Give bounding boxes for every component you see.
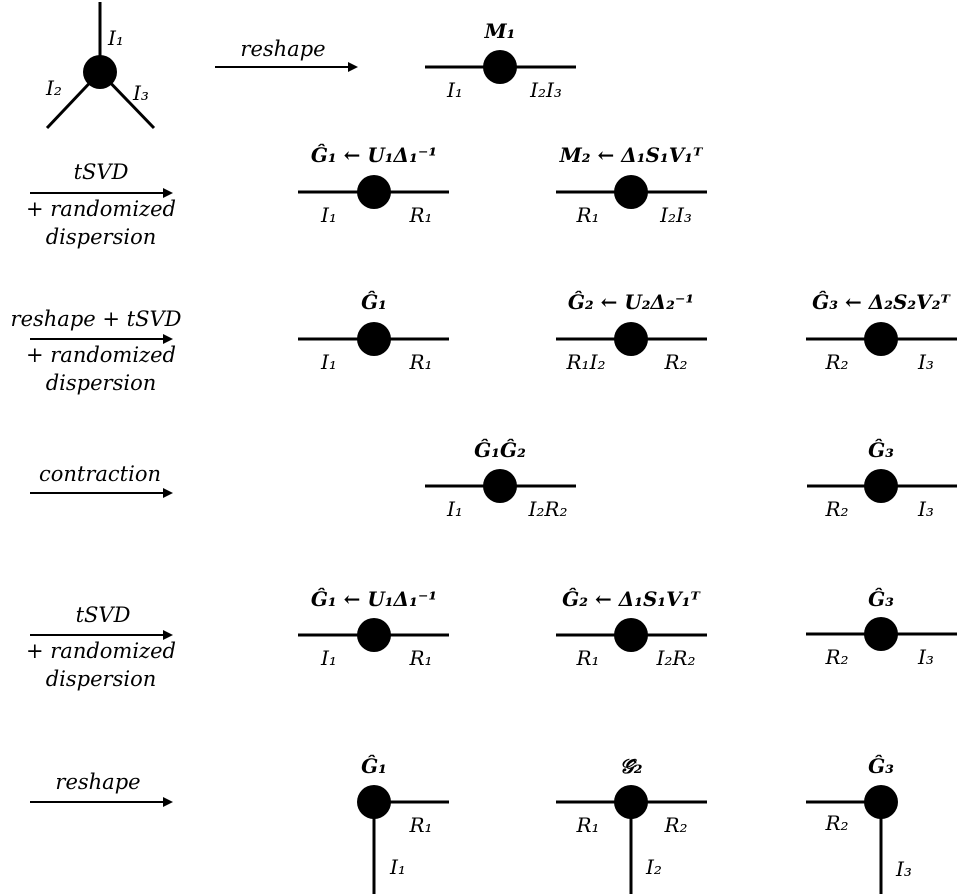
g3-left-label: R₂ <box>824 811 848 835</box>
core-g2-group: Ĝ₂ ← U₂Δ₂⁻¹ R₁I₂ R₂ <box>556 289 707 374</box>
g2-down-label: I₂ <box>645 855 662 879</box>
g2-title: Ĝ₂ ← U₂Δ₂⁻¹ <box>568 289 694 314</box>
g1-right-label: R₁ <box>408 350 432 374</box>
g1-title: Ĝ₁ ← U₁Δ₁⁻¹ <box>311 586 437 611</box>
core-g1-final-group: Ĝ₁ R₁ I₁ <box>357 753 449 894</box>
op-label-dispersion: dispersion <box>46 371 157 395</box>
core-g3-group: Ĝ₃ ← Δ₂S₂V₂ᵀ R₂ I₃ <box>806 289 957 374</box>
g1-title: Ĝ₁ <box>361 289 387 314</box>
g1-node <box>357 618 391 652</box>
g2-left-label: R₁ <box>575 646 599 670</box>
op-label-tsvd: tSVD <box>76 603 131 627</box>
g1-right-label: R₁ <box>408 203 432 227</box>
g2-right-label: R₂ <box>663 813 687 837</box>
arrow-reshape-tsvd: reshape + tSVD + randomized dispersion <box>11 307 182 395</box>
op-label-randomized: + randomized <box>26 639 176 663</box>
g2-left-label: R₁ <box>575 813 599 837</box>
core-g1-group: Ĝ₁ I₁ R₁ <box>298 289 449 374</box>
core-g3-group: Ĝ₃ R₂ I₃ <box>807 437 957 521</box>
g1-left-label: I₁ <box>320 203 337 227</box>
core-g1-group: Ĝ₁ ← U₁Δ₁⁻¹ I₁ R₁ <box>298 586 449 670</box>
g3-node <box>864 785 898 819</box>
g2-right-label: I₂R₂ <box>656 646 696 670</box>
g1g2-right-label: I₂R₂ <box>528 497 568 521</box>
g3-right-label: I₃ <box>917 645 934 669</box>
matrix-m1-group: M₁ I₁ I₂I₃ <box>425 19 576 102</box>
g1-right-label: R₁ <box>408 646 432 670</box>
label-i1: I₁ <box>107 26 124 50</box>
g3-title: Ĝ₃ ← Δ₂S₂V₂ᵀ <box>812 289 951 314</box>
op-label-reshape-tsvd: reshape + tSVD <box>11 307 182 331</box>
arrow-reshape-2: reshape <box>30 770 173 807</box>
arrow-contraction: contraction <box>30 462 173 498</box>
g3-down-label: I₃ <box>895 857 912 881</box>
core-g1g2-group: Ĝ₁Ĝ₂ I₁ I₂R₂ <box>425 437 576 521</box>
op-label-reshape: reshape <box>240 37 325 61</box>
g3-left-label: R₂ <box>824 645 848 669</box>
core-g2-group: Ĝ₂ ← Δ₁S₁V₁ᵀ R₁ I₂R₂ <box>556 586 707 670</box>
g3-right-label: I₃ <box>917 350 934 374</box>
g3-title: Ĝ₃ <box>868 586 894 611</box>
op-label-reshape: reshape <box>55 770 140 794</box>
core-g3-group: Ĝ₃ R₂ I₃ <box>806 586 957 669</box>
g1-left-label: I₁ <box>320 646 337 670</box>
g3-node <box>864 469 898 503</box>
g1-node <box>357 175 391 209</box>
g3-left-label: R₂ <box>824 350 848 374</box>
g1-right-label: R₁ <box>408 813 432 837</box>
g3-left-label: R₂ <box>824 497 848 521</box>
g3-right-label: I₃ <box>917 497 934 521</box>
arrow-reshape-1: reshape <box>215 37 358 72</box>
g1-title: Ĝ₁ ← U₁Δ₁⁻¹ <box>311 142 437 167</box>
g2-title: 𝒢̂₂ <box>620 754 643 778</box>
m2-node <box>614 175 648 209</box>
matrix-m2-group: M₂ ← Δ₁S₁V₁ᵀ R₁ I₂I₃ <box>556 143 707 227</box>
m1-node <box>483 50 517 84</box>
tensor-node <box>83 55 117 89</box>
m1-left-label: I₁ <box>446 78 463 102</box>
op-label-tsvd: tSVD <box>74 160 129 184</box>
g1g2-node <box>483 469 517 503</box>
op-label-randomized: + randomized <box>26 197 176 221</box>
g1-down-label: I₁ <box>389 855 406 879</box>
m1-title: M₁ <box>484 19 516 43</box>
m1-right-label: I₂I₃ <box>529 78 562 102</box>
g3-title: Ĝ₃ <box>868 437 894 462</box>
tensor-3way-node-group: I₁ I₂ I₃ <box>45 2 156 130</box>
op-label-dispersion: dispersion <box>46 667 157 691</box>
g1g2-title: Ĝ₁Ĝ₂ <box>474 437 526 462</box>
m2-title: M₂ ← Δ₁S₁V₁ᵀ <box>559 143 704 167</box>
g2-left-label: R₁I₂ <box>566 350 606 374</box>
g1-node <box>357 322 391 356</box>
core-g3-final-group: Ĝ₃ R₂ I₃ <box>806 753 912 894</box>
op-label-randomized: + randomized <box>26 343 176 367</box>
g2-right-label: R₂ <box>663 350 687 374</box>
m2-right-label: I₂I₃ <box>659 203 692 227</box>
g2-node <box>614 322 648 356</box>
g2-node <box>614 618 648 652</box>
g2-node <box>614 785 648 819</box>
g1-title: Ĝ₁ <box>361 753 387 778</box>
g1-left-label: I₁ <box>320 350 337 374</box>
op-label-dispersion: dispersion <box>46 225 157 249</box>
g1-node <box>357 785 391 819</box>
m2-left-label: R₁ <box>575 203 599 227</box>
label-i3: I₃ <box>132 81 149 105</box>
arrow-tsvd-2: tSVD + randomized dispersion <box>26 603 176 691</box>
g3-node <box>864 617 898 651</box>
g3-node <box>864 322 898 356</box>
arrow-tsvd-1: tSVD + randomized dispersion <box>26 160 176 249</box>
g2-title: Ĝ₂ ← Δ₁S₁V₁ᵀ <box>562 586 701 611</box>
op-label-contraction: contraction <box>39 462 161 486</box>
g1g2-left-label: I₁ <box>446 497 463 521</box>
g3-title: Ĝ₃ <box>868 753 894 778</box>
label-i2: I₂ <box>45 76 62 100</box>
core-g1-group: Ĝ₁ ← U₁Δ₁⁻¹ I₁ R₁ <box>298 142 449 227</box>
core-g2-final-group: 𝒢̂₂ R₁ R₂ I₂ <box>556 754 707 894</box>
